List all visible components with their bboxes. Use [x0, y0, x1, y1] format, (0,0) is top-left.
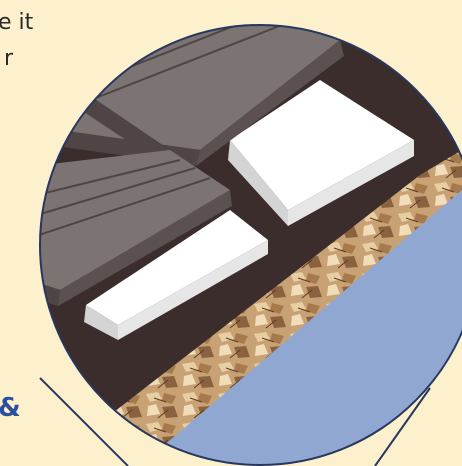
roof-cutaway-illustration: [0, 0, 462, 466]
